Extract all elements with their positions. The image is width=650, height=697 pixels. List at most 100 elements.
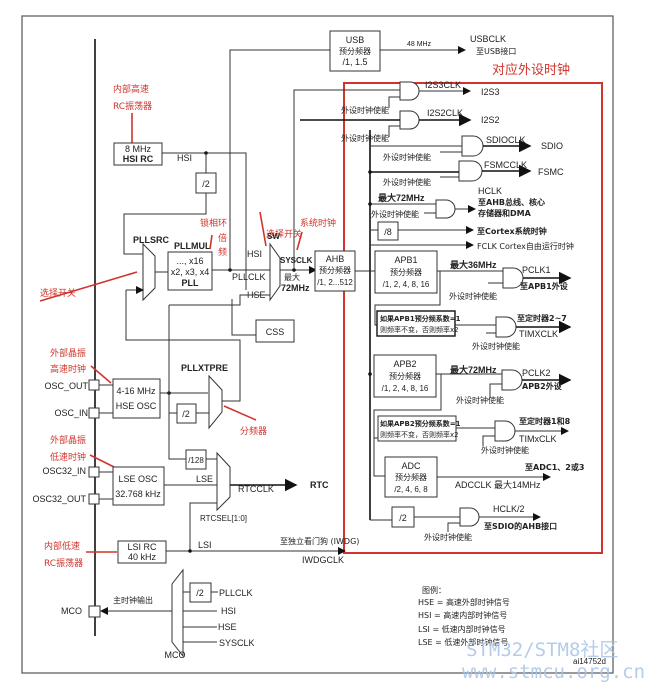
tim27-dest-label: 至定时器2~7	[517, 313, 567, 323]
hclk-dest-2: 存储器和DMA	[477, 208, 532, 218]
sysclk-label: SYSCLK	[280, 256, 313, 265]
rtc-label: RTC	[310, 480, 329, 490]
pclk2-label: PCLK2	[522, 368, 551, 378]
pllxtpre-mux	[208, 374, 223, 430]
pin-osc-out: OSC_OUT	[44, 381, 88, 391]
ahb-label-1: AHB	[326, 254, 345, 264]
tim27-gate	[455, 316, 572, 338]
annotation-pllsrc: 选择开关	[40, 287, 76, 299]
sw-hsi-label: HSI	[247, 249, 262, 259]
mco-mux	[171, 568, 184, 658]
i2s3-gate	[294, 81, 471, 108]
sysclk-max-value: 72MHz	[281, 283, 310, 293]
apb2-max-label: 最大72MHz	[450, 364, 497, 375]
i2s2-gate	[300, 110, 472, 137]
mco-input-hsi: HSI	[221, 606, 236, 616]
adcclk-label: ADCCLK 最大14MHz	[455, 479, 541, 490]
css-block	[255, 319, 295, 343]
ahb-prescaler-block	[314, 250, 356, 292]
annotation-hsi-2: RC振荡器	[113, 100, 152, 112]
adc-dest-label: 至ADC1、2或3	[525, 462, 584, 472]
hclk2-label: HCLK/2	[493, 504, 525, 514]
apb1-timer-cond-1: 如果APB1预分频系数=1	[380, 314, 461, 323]
sdio-gate	[370, 135, 532, 157]
i2s3-label: I2S3	[481, 87, 500, 97]
sysclk-max-label: 最大	[284, 272, 300, 282]
lse-signal-label: LSE	[196, 474, 213, 484]
sw-label: SW	[267, 232, 280, 241]
annotation-lse-2: 低速时钟	[50, 451, 86, 463]
peripheral-clock-title: 对应外设时钟	[492, 62, 570, 78]
legend-item-hse: HSE = 高速外部时钟信号	[418, 597, 510, 607]
ahb-label-2: 预分频器	[319, 265, 351, 275]
legend-item-lsi: LSI = 低速内部时钟信号	[418, 624, 506, 634]
mco-output-label: 主时钟输出	[113, 595, 153, 605]
fsmc-enable-label: 外设时钟使能	[383, 177, 431, 187]
apb2-label-1: APB2	[393, 359, 416, 369]
osc32-out-pin	[88, 493, 100, 505]
sdio-label: SDIO	[541, 141, 563, 151]
adc-label-3: /2, 4, 6, 8	[394, 485, 428, 494]
hclk2-dest-label: 至SDIO的AHB接口	[484, 521, 557, 531]
rtcsel-mux	[216, 451, 231, 512]
annotation-pllxtpre: 分频器	[240, 425, 267, 437]
usb-label-3: /1, 1.5	[342, 57, 367, 67]
pll-label-1: ..., x16	[176, 256, 203, 266]
annotation-lsi-2: RC振荡器	[44, 557, 83, 569]
pin-mco: MCO	[61, 606, 82, 616]
rtcclk-label: RTCCLK	[238, 484, 274, 494]
apb1-label-3: /1, 2, 4, 8, 16	[383, 280, 430, 289]
annotation-sw: 选择开关	[266, 228, 302, 240]
rtcsel-label: RTCSEL[1:0]	[200, 514, 247, 523]
pll-label-3: PLL	[182, 278, 200, 288]
usbclk-label: USBCLK	[470, 34, 506, 44]
ahb-label-3: /1, 2...512	[317, 278, 353, 287]
pclk2-gate	[436, 369, 572, 398]
hse-div2-label: /2	[182, 409, 190, 419]
hsi-signal-label: HSI	[177, 153, 192, 163]
apb1-timer-cond-2: 则频率不变，否则频率x2	[380, 325, 459, 334]
lse-osc-block	[112, 466, 165, 506]
peripheral-clock-box	[343, 82, 603, 554]
mco-div2-label: /2	[196, 588, 204, 598]
annotation-pll-1: 锁相环	[200, 217, 227, 229]
annotation-lsi-1: 内部低速	[44, 540, 80, 552]
pllsrc-mux	[142, 242, 156, 302]
lsi-rc-label-1: LSI RC	[127, 542, 157, 552]
hse-osc-block	[112, 378, 161, 419]
mco-input-sysclk: SYSCLK	[219, 638, 255, 648]
annotation-hse-1: 外部晶振	[50, 347, 86, 359]
apb1-timer-multiplier	[376, 310, 456, 337]
cortex-div8-block	[377, 221, 399, 241]
adc-label-2: 预分频器	[395, 472, 427, 482]
legend-item-hsi: HSI = 高速内部时钟信号	[418, 610, 507, 620]
fsmc-gate	[368, 160, 532, 182]
legend: 图例： HSE = 高速外部时钟信号 HSI = 高速内部时钟信号 LSI = …	[418, 585, 510, 647]
hclk2-gate	[414, 507, 541, 532]
div128-label: /128	[188, 456, 204, 465]
sw-mux	[269, 242, 281, 302]
timxclk1-label: TIMXCLK	[519, 329, 558, 339]
usb-freq-label: 48 MHz	[407, 41, 432, 48]
usb-prescaler-block	[329, 30, 381, 72]
apb1-label-1: APB1	[394, 255, 417, 265]
osc-out-pin	[88, 379, 100, 391]
legend-title: 图例：	[422, 585, 446, 595]
tim18-dest-label: 至定时器1和8	[519, 416, 571, 426]
pllclk-signal-label: PLLCLK	[232, 272, 266, 282]
sdio-enable-label: 外设时钟使能	[383, 152, 431, 162]
hsi-div2-label: /2	[202, 179, 210, 189]
hclk-label: HCLK	[478, 186, 502, 196]
apb2-timer-cond-1: 如果APB2预分频系数=1	[380, 419, 461, 428]
annotation-lse-1: 外部晶振	[50, 434, 86, 446]
hclk2-enable-label: 外设时钟使能	[424, 532, 472, 542]
pclk1-label: PCLK1	[522, 265, 551, 275]
osc-in-pin	[88, 407, 100, 419]
pllxtpre-label: PLLXTPRE	[181, 363, 228, 373]
iwdgclk-label: IWDGCLK	[302, 555, 344, 565]
lse-osc-label-1: LSE OSC	[118, 474, 158, 484]
fsmc-label: FSMC	[538, 167, 564, 177]
pin-osc32-in: OSC32_IN	[42, 466, 86, 476]
pclk1-dest-label: 至APB1外设	[520, 281, 568, 291]
apb2-label-3: /1, 2, 4, 8, 16	[382, 384, 429, 393]
